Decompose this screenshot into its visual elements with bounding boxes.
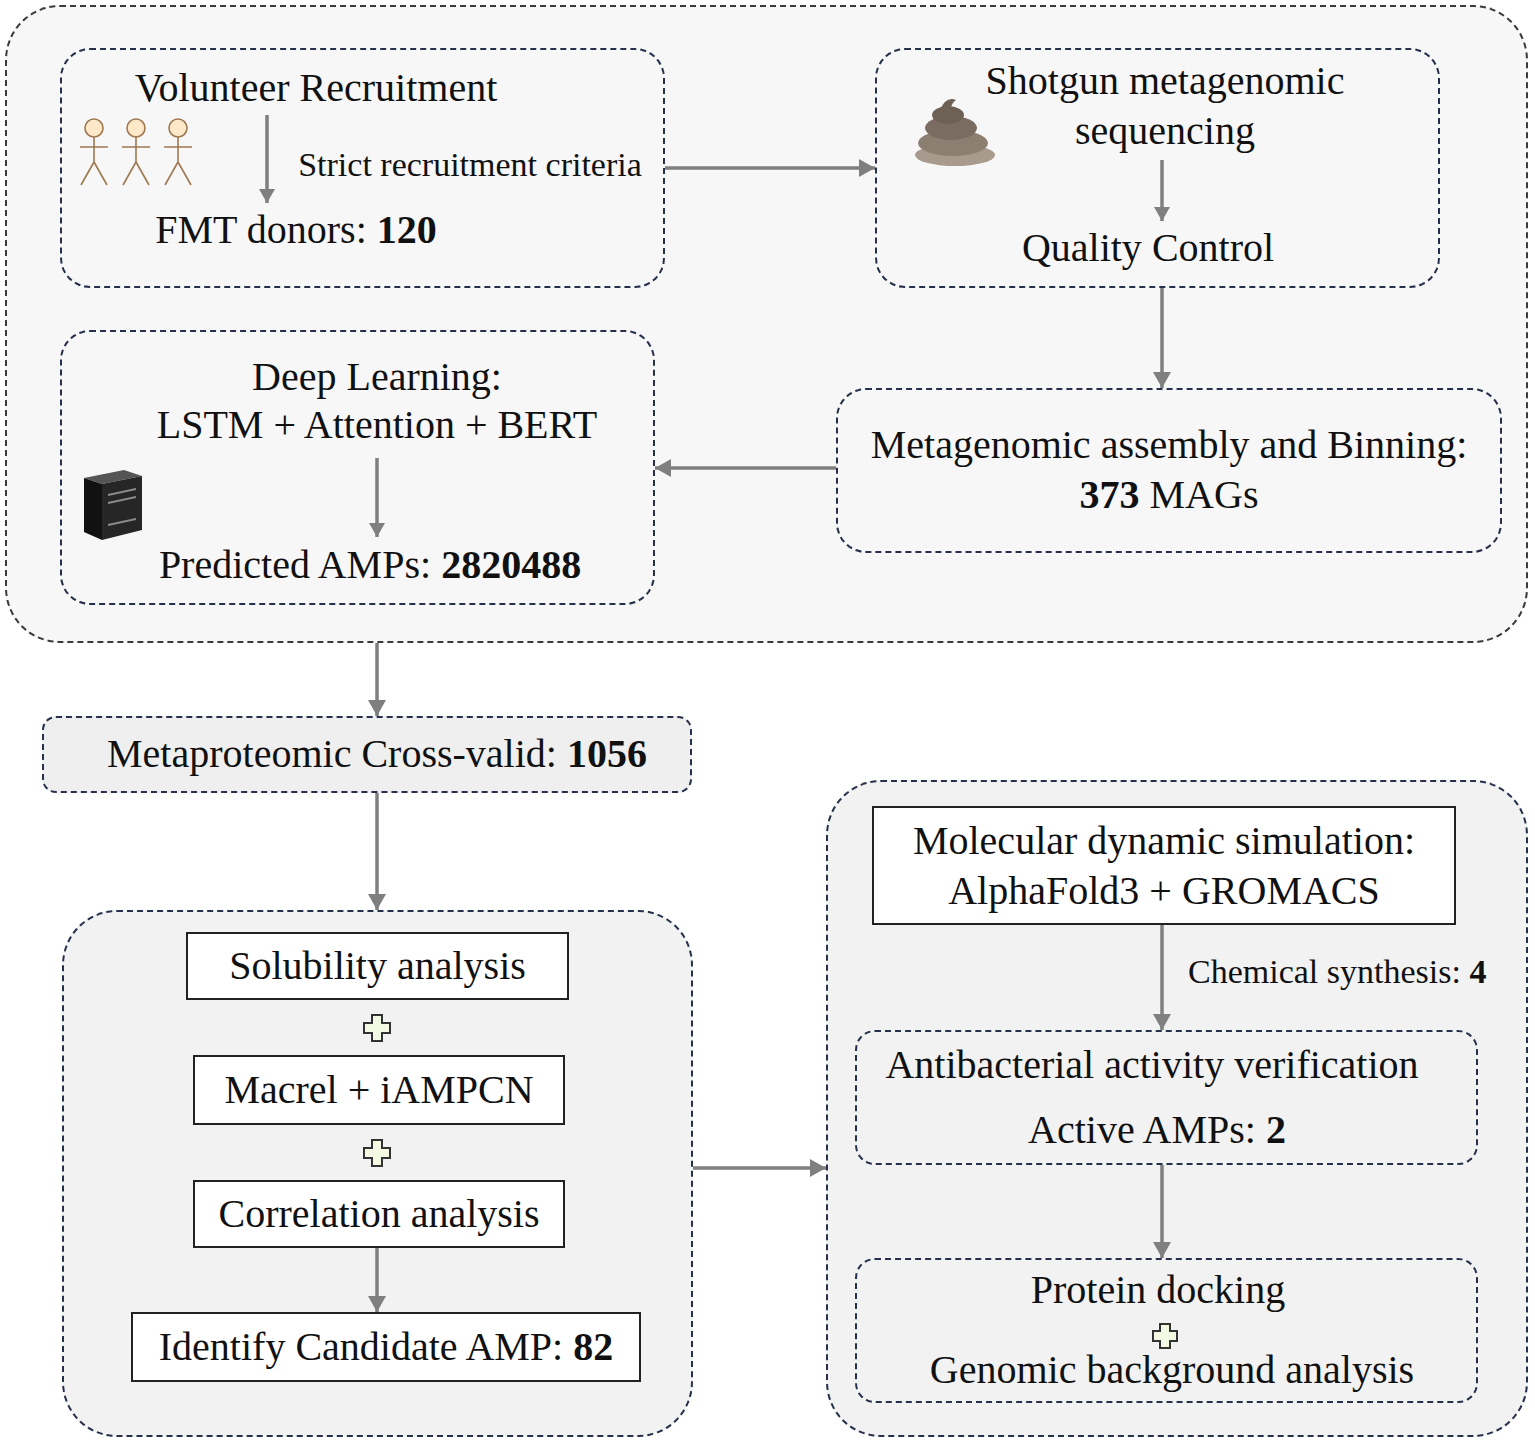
node-text: Shotgun metagenomic sequencing (945, 56, 1385, 156)
result-box: Metaproteomic Cross-valid: 1056 (42, 716, 692, 793)
text-slot: LSTM + Attention + BERT (157, 400, 598, 450)
stage-panel: Volunteer RecruitmentStrict recruitment … (5, 5, 1528, 643)
server-icon (102, 476, 142, 540)
node-text: Genomic background analysis (930, 1345, 1414, 1395)
person-icon (122, 137, 150, 185)
flow-arrow (1160, 925, 1164, 1030)
flow-arrow (655, 466, 836, 470)
step-arrows (267, 115, 1162, 537)
node-text: Macrel + iAMPCN (224, 1065, 533, 1115)
flow-arrow (375, 793, 379, 910)
number-emphasis: 4 (1469, 953, 1486, 990)
node-text: Identify Candidate AMP: 82 (159, 1322, 613, 1372)
text-slot: Correlation analysis (218, 1189, 539, 1239)
text-slot: Volunteer Recruitment (135, 63, 498, 113)
filter-box: Correlation analysis (193, 1180, 565, 1248)
text-slot: Antibacterial activity verification (885, 1040, 1418, 1090)
process-box: Molecular dynamic simulation: AlphaFold3… (872, 806, 1456, 925)
node-text: LSTM + Attention + BERT (157, 400, 598, 450)
process-box: Shotgun metagenomic sequencingQuality Co… (875, 48, 1440, 288)
text-slot: Active AMPs: 2 (1028, 1105, 1286, 1155)
node-text: Metagenomic assembly and Binning: 373 MA… (854, 420, 1484, 520)
flow-arrow (375, 643, 379, 716)
step-arrow (375, 458, 379, 537)
stool-icon (915, 99, 995, 166)
person-icon (164, 137, 192, 185)
plus-symbol (1153, 1324, 1177, 1348)
node-text: Protein docking (1031, 1265, 1285, 1315)
person-icon (127, 119, 145, 137)
text-slot: Strict recruitment criteria (298, 144, 642, 187)
number-emphasis: 82 (573, 1324, 613, 1369)
filter-box: Solubility analysis (186, 932, 569, 1000)
number-emphasis: 120 (377, 207, 437, 252)
person-icon (85, 119, 103, 137)
number-emphasis: 373 (1080, 472, 1140, 517)
step-arrow (1160, 160, 1164, 221)
node-text: Molecular dynamic simulation: AlphaFold3… (884, 816, 1444, 916)
node-text: Solubility analysis (229, 941, 526, 991)
text-slot: Quality Control (1022, 223, 1274, 273)
edge-label: Chemical synthesis: 4 (1188, 951, 1486, 994)
flow-arrow (375, 1248, 379, 1312)
text-slot: Shotgun metagenomic sequencing (945, 56, 1385, 156)
label-slot: Chemical synthesis: 4 (1188, 951, 1486, 994)
node-text: FMT donors: 120 (155, 205, 437, 255)
text-slot: Metaproteomic Cross-valid: 1056 (107, 729, 647, 779)
stage-panel: Solubility analysisMacrel + iAMPCN Correl… (62, 910, 693, 1437)
node-text: Predicted AMPs: 2820488 (159, 540, 581, 590)
result-box: Identify Candidate AMP: 82 (131, 1312, 641, 1382)
text-slot: Solubility analysis (229, 941, 526, 991)
node-text: Volunteer Recruitment (135, 63, 498, 113)
text-slot: Deep Learning: (252, 352, 502, 402)
node-text: Deep Learning: (252, 352, 502, 402)
node-text: Correlation analysis (218, 1189, 539, 1239)
stool-icon (940, 99, 956, 110)
flow-arrow (665, 166, 875, 170)
plus-symbol (364, 1140, 390, 1166)
flow-arrow (1160, 288, 1164, 388)
person-icon (169, 119, 187, 137)
process-box: Metagenomic assembly and Binning: 373 MA… (836, 388, 1502, 553)
person-icon (80, 137, 108, 185)
filter-box: Macrel + iAMPCN (193, 1055, 565, 1125)
flow-arrow (693, 1166, 826, 1170)
text-slot: Identify Candidate AMP: 82 (159, 1322, 613, 1372)
server-icon (84, 478, 102, 540)
node-text: Active AMPs: 2 (1028, 1105, 1286, 1155)
text-slot: Metagenomic assembly and Binning: 373 MA… (854, 420, 1484, 520)
text-slot: Molecular dynamic simulation: AlphaFold3… (884, 816, 1444, 916)
text-slot: Predicted AMPs: 2820488 (159, 540, 581, 590)
process-box: Volunteer RecruitmentStrict recruitment … (60, 48, 665, 288)
node-text: Metaproteomic Cross-valid: 1056 (107, 729, 647, 779)
flow-arrow (1160, 1165, 1164, 1258)
number-emphasis: 1056 (567, 731, 647, 776)
number-emphasis: 2820488 (441, 542, 581, 587)
text-slot: Genomic background analysis (930, 1345, 1414, 1395)
process-box: Antibacterial activity verificationActiv… (855, 1030, 1478, 1165)
number-emphasis: 2 (1266, 1107, 1286, 1152)
node-text: Strict recruitment criteria (298, 144, 642, 187)
step-arrow (265, 115, 269, 203)
text-slot: Protein docking (1031, 1265, 1285, 1315)
node-text: Antibacterial activity verification (885, 1040, 1418, 1090)
process-box: Deep Learning:LSTM + Attention + BERT Pre… (60, 330, 655, 605)
server-icon (84, 470, 142, 540)
node-text: Quality Control (1022, 223, 1274, 273)
plus-symbol (364, 1015, 390, 1041)
person-icons (80, 119, 192, 185)
plus-symbols (364, 1015, 1177, 1348)
text-slot: Macrel + iAMPCN (224, 1065, 533, 1115)
text-slot: FMT donors: 120 (155, 205, 437, 255)
server-icon (108, 489, 136, 525)
